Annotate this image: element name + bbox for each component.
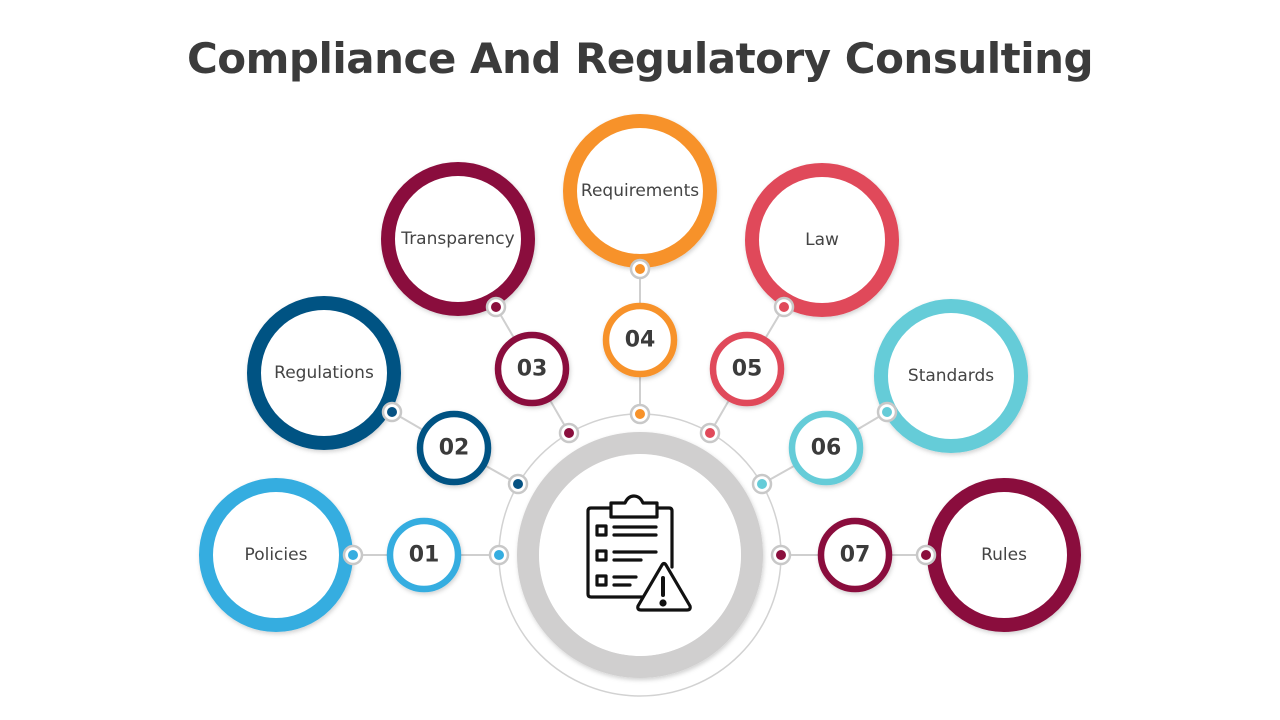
number-ring	[494, 331, 570, 407]
item-node-06	[751, 299, 1028, 495]
item-label-law: Law	[805, 230, 839, 250]
item-number-01: 01	[408, 542, 440, 568]
number-ring	[386, 517, 462, 593]
item-number-05: 05	[731, 356, 763, 382]
item-node-03	[381, 162, 580, 444]
item-label-rules: Rules	[981, 545, 1027, 565]
item-label-regulations: Regulations	[274, 363, 374, 383]
item-node-04	[563, 114, 717, 425]
item-number-07: 07	[839, 542, 871, 568]
item-node-05	[699, 163, 899, 444]
item-ring	[874, 299, 1028, 453]
item-ring	[381, 162, 535, 316]
item-number-04: 04	[624, 327, 656, 353]
number-ring	[817, 517, 893, 593]
item-label-transparency: Transparency	[401, 229, 515, 249]
item-node-02	[247, 296, 529, 495]
nodes	[199, 114, 1081, 632]
item-ring	[247, 296, 401, 450]
number-ring	[602, 302, 678, 378]
item-label-requirements: Requirements	[580, 181, 700, 201]
item-ring	[745, 163, 899, 317]
number-ring	[416, 410, 492, 486]
central-hub	[498, 413, 782, 697]
page-title: Compliance And Regulatory Consulting	[186, 34, 1094, 83]
item-node-01	[199, 478, 510, 632]
item-label-standards: Standards	[907, 366, 995, 386]
number-ring	[788, 410, 864, 486]
number-ring	[709, 331, 785, 407]
item-number-02: 02	[438, 435, 470, 461]
item-number-06: 06	[810, 435, 842, 461]
clipboard-warning-icon	[586, 494, 692, 612]
item-number-03: 03	[516, 356, 548, 382]
item-node-07	[770, 478, 1081, 632]
item-label-policies: Policies	[244, 545, 308, 565]
